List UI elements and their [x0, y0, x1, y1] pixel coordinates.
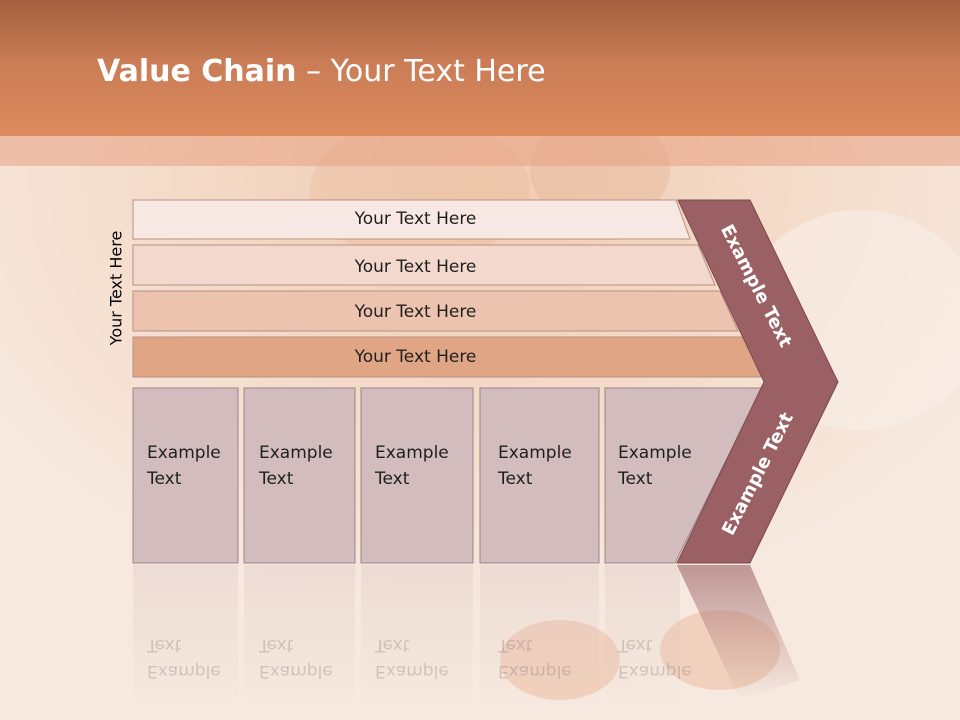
- chevron-reflection: [677, 565, 800, 700]
- row-bar-2: [132, 244, 716, 286]
- header-band: [0, 136, 960, 166]
- box-text-2: Example Text: [259, 443, 333, 489]
- box-1: [132, 387, 239, 564]
- box-text-4: Example Text: [498, 443, 572, 489]
- box-text-3: Example Text: [375, 443, 449, 489]
- box-2: [243, 387, 356, 564]
- box-text-3-reflection: Example Text: [375, 635, 449, 681]
- box-text-5: Example Text: [618, 443, 692, 489]
- row-text-4: Your Text Here: [354, 347, 477, 367]
- boxes-reflection: [133, 565, 680, 705]
- box-text-5-reflection: Example Text: [618, 635, 692, 681]
- title-rest: – Your Text Here: [296, 54, 546, 89]
- title-bold: Value Chain: [97, 54, 297, 89]
- header-bar: [0, 0, 960, 136]
- chevron-arrow: [676, 199, 839, 564]
- slide-title: Value Chain – Your Text Here: [97, 54, 546, 89]
- row-text-3: Your Text Here: [354, 302, 477, 322]
- row-bar-1: [132, 199, 691, 240]
- row-text-1: Your Text Here: [354, 209, 477, 229]
- box-text-1-reflection: Example Text: [147, 635, 221, 681]
- box-text-1: Example Text: [147, 443, 221, 489]
- box-text-2-reflection: Example Text: [259, 635, 333, 681]
- box-5: [604, 387, 763, 564]
- row-text-2: Your Text Here: [354, 257, 477, 277]
- box-3: [360, 387, 474, 564]
- box-text-4-reflection: Example Text: [498, 635, 572, 681]
- row-bar-3: [132, 290, 739, 332]
- box-4: [479, 387, 600, 564]
